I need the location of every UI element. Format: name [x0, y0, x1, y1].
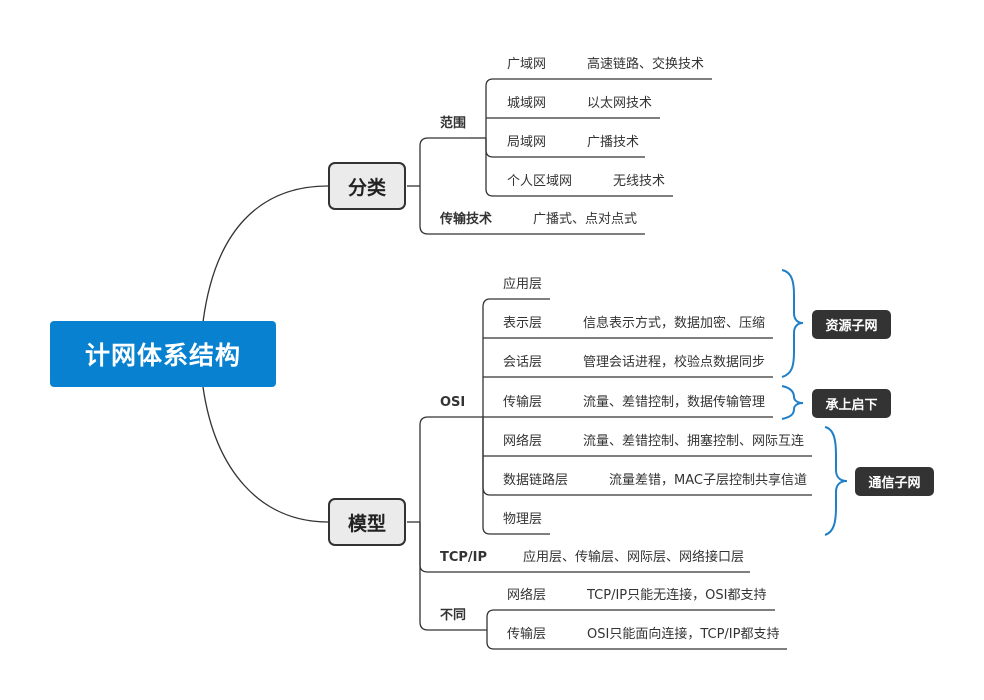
diff-item-desc: TCP/IP只能无连接，OSI都支持 [587, 588, 767, 603]
transfer-desc: 广播式、点对点式 [533, 212, 638, 227]
diff-item-name: 传输层 [507, 627, 547, 642]
osi-layer-desc: 流量、差错控制，数据传输管理 [583, 395, 766, 410]
osi-layer-name: 表示层 [503, 316, 543, 331]
scope-item-desc: 无线技术 [613, 174, 666, 189]
root-node[interactable]: 计网体系结构 [50, 321, 276, 387]
comm-subnet-tag: 通信子网 [855, 467, 934, 496]
scope-item-name: 城域网 [507, 96, 547, 111]
scope-item-name: 个人区域网 [507, 174, 573, 189]
transfer-label: 传输技术 [440, 212, 493, 227]
transition-tag: 承上启下 [812, 389, 891, 418]
osi-layer-name: 数据链路层 [503, 473, 569, 488]
osi-layer-name: 应用层 [503, 277, 543, 292]
scope-item-desc: 高速链路、交换技术 [587, 57, 705, 72]
tcpip-label: TCP/IP [440, 550, 488, 565]
diff-label: 不同 [440, 608, 467, 623]
osi-label: OSI [440, 395, 466, 410]
classify-node[interactable]: 分类 [328, 162, 406, 210]
osi-layer-desc: 流量差错，MAC子层控制共享信道 [609, 473, 807, 488]
scope-item-desc: 广播技术 [587, 135, 640, 150]
scope-item-name: 局域网 [507, 135, 547, 150]
osi-layer-name: 物理层 [503, 512, 543, 527]
diff-item-desc: OSI只能面向连接，TCP/IP都支持 [587, 627, 780, 642]
osi-layer-name: 会话层 [503, 355, 543, 370]
osi-layer-desc: 信息表示方式，数据加密、压缩 [583, 316, 766, 331]
tcpip-desc: 应用层、传输层、网际层、网络接口层 [523, 550, 745, 565]
osi-layer-desc: 流量、差错控制、拥塞控制、网际互连 [583, 434, 805, 449]
osi-layer-name: 网络层 [503, 434, 543, 449]
osi-layer-desc: 管理会话进程，校验点数据同步 [583, 355, 766, 370]
resource-subnet-tag: 资源子网 [812, 310, 891, 339]
model-node[interactable]: 模型 [328, 498, 406, 546]
scope-label: 范围 [440, 116, 467, 131]
scope-item-name: 广域网 [507, 57, 547, 72]
osi-layer-name: 传输层 [503, 395, 543, 410]
scope-item-desc: 以太网技术 [587, 96, 653, 111]
diff-item-name: 网络层 [507, 588, 547, 603]
